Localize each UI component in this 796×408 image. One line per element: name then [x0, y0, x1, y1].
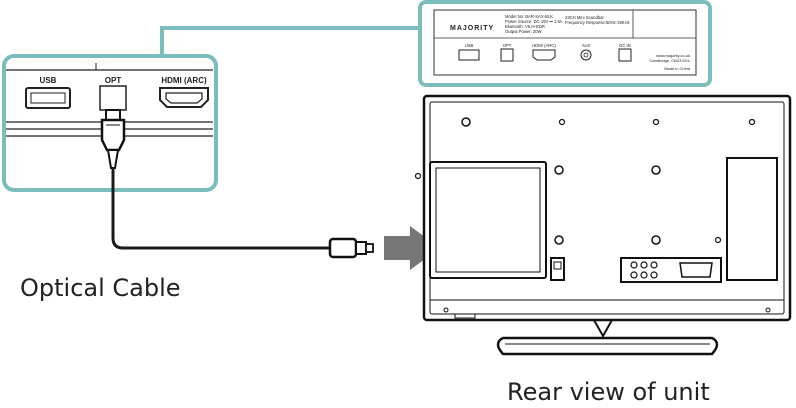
zoom-port-label-usb: USB — [40, 76, 57, 85]
soundbar-brand: MAJORITY — [450, 25, 494, 32]
soundbar-port-label: AUX — [582, 43, 591, 48]
soundbar-rear-panel: MAJORITY Model No: BAR-SAX-BLK Power Sou… — [418, 0, 712, 87]
zoomed-port-panel: USB OPT HDMI (ARC) — [2, 54, 218, 192]
soundbar-address-line: www.majority.co.uk — [656, 53, 690, 58]
usb-port-icon — [458, 49, 480, 61]
tv-rear-view-caption: Rear view of unit — [507, 378, 710, 406]
dc-in-port-icon — [618, 48, 632, 62]
insert-direction-arrow-icon — [384, 226, 440, 270]
soundbar-port-label: DC IN — [619, 43, 630, 48]
soundbar-info-line: Model No: BAR-SAX-BLK — [505, 14, 553, 19]
soundbar-info-line: Bluetooth: V5.0+EDR — [505, 24, 545, 29]
aux-port-icon — [580, 49, 592, 61]
optical-cable — [111, 168, 330, 250]
zoom-port-label-opt: OPT — [105, 76, 122, 85]
soundbar-info-line: Frequency Response:50Hz-18KHz — [565, 20, 630, 25]
soundbar-port-label: USB — [465, 43, 474, 48]
soundbar-info-line: 23CH Mini Soundbar — [565, 15, 604, 20]
hdmi-port-icon — [159, 87, 209, 108]
soundbar-info-line: Output Power: 20W — [505, 29, 542, 34]
tv-stand — [593, 319, 613, 339]
soundbar-port-label: HDMI (ARC) — [532, 43, 556, 48]
usb-port-icon — [25, 87, 71, 109]
hdmi-port-icon — [532, 49, 556, 61]
soundbar-port-label: OPT — [503, 43, 512, 48]
tv-rear-view — [414, 94, 792, 356]
soundbar-info-line: Power Source: DC 19V ⎓ 1.5A — [505, 19, 563, 24]
soundbar-address-line: Made in China — [664, 66, 691, 71]
cable-end-plug-icon — [328, 237, 374, 259]
optical-cable-caption: Optical Cable — [20, 274, 181, 302]
callout-connector — [160, 26, 420, 56]
optical-port-icon — [500, 48, 514, 62]
tv-av-ports-icon — [620, 257, 722, 283]
optical-plug-icon — [100, 109, 126, 169]
tv-optical-input-icon — [550, 257, 565, 281]
zoom-port-label-hdmi: HDMI (ARC) — [161, 76, 207, 85]
soundbar-address-line: Cambridge, CB23 6GL — [650, 58, 691, 63]
